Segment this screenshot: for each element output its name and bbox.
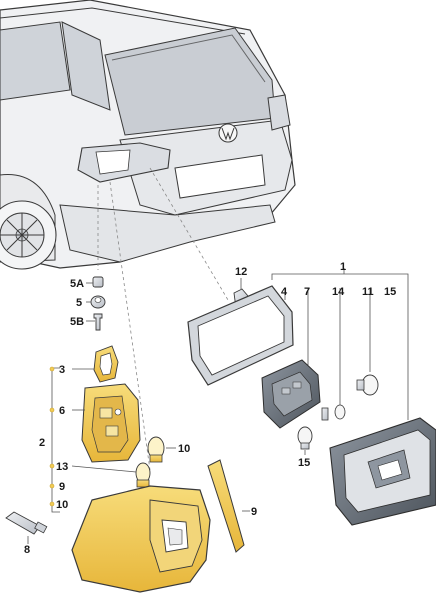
screw-5a [92,276,104,288]
group-2-markers [49,366,55,507]
callout-9-left: 9 [59,481,65,493]
car-rear-illustration [0,0,296,270]
callout-3: 3 [59,364,65,376]
projection-lines [97,167,229,471]
callout-5b: 5B [70,316,84,328]
bulb-13 [135,462,151,488]
bulb-15-lower [297,426,313,450]
callout-1: 1 [340,261,346,273]
callout-4: 4 [281,286,288,298]
callout-6: 6 [59,405,65,417]
bulb-holder-7 [261,359,321,429]
group-2-bracket [51,367,60,513]
callout-7: 7 [304,286,310,298]
callout-2: 2 [39,437,45,449]
seal-3 [93,345,119,383]
group-1-bracket [271,273,409,420]
callout-5: 5 [76,297,82,309]
callout-13: 13 [56,461,68,473]
nut-5 [90,295,106,309]
tail-light-housing-inner [329,417,436,526]
callout-8: 8 [24,544,30,556]
bolt-5b [93,313,103,331]
callout-15-top: 15 [384,286,396,298]
bulb-carrier-6 [81,383,141,463]
bulb-8 [5,511,48,535]
callout-10-right: 10 [178,443,190,455]
bulb-14 [321,404,346,421]
callout-9-right: 9 [251,506,257,518]
tail-light-housing-outer [71,485,211,593]
callout-12: 12 [235,266,247,278]
callout-11: 11 [362,286,374,298]
callout-10-left: 10 [56,499,68,511]
callout-15-bottom: 15 [298,457,310,469]
callout-5a: 5A [70,278,84,290]
callout-labels: 1 4 7 14 11 15 12 15 5A 5 5B 3 6 2 13 9 … [24,261,396,556]
bulb-11 [356,374,379,396]
callout-14: 14 [332,286,345,298]
bulb-10-upper [147,436,165,463]
trim-strip-9 [207,459,245,553]
seal-4 [187,285,294,386]
